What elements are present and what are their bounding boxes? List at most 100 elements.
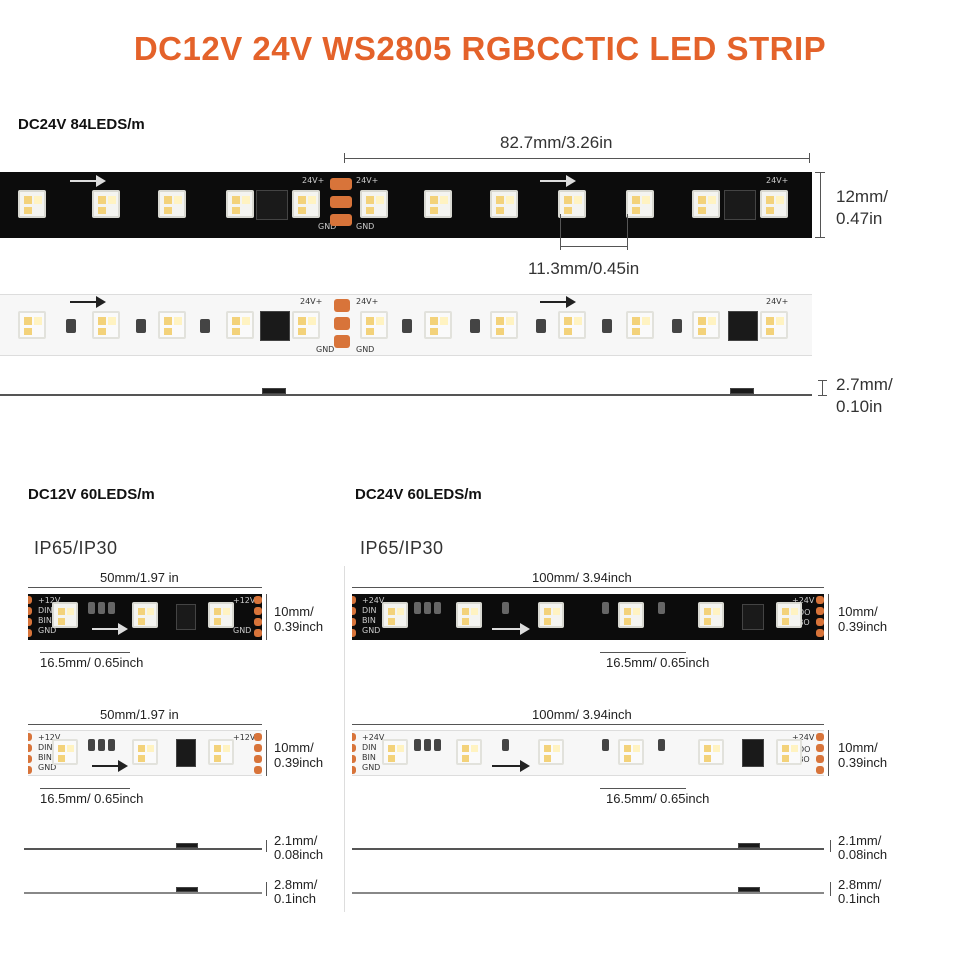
top-section-label: DC24V 84LEDS/m — [18, 116, 145, 133]
left-black-direction-arrow — [92, 623, 128, 635]
top-white-direction-arrow — [70, 296, 106, 308]
top-black-direction-arrow-2 — [540, 175, 576, 187]
top-length-dim-line — [344, 158, 810, 159]
solder-pad — [254, 618, 262, 626]
left-white-marking-din: DIN — [38, 743, 53, 752]
left-thick-dim-line-b — [266, 882, 267, 896]
right-ip-label: IP65/IP30 — [360, 538, 444, 558]
resistor — [88, 602, 95, 614]
solder-pad — [816, 755, 824, 763]
right-black-marking-do: DO — [798, 608, 811, 617]
led-chip-phosphor — [713, 744, 721, 753]
solder-pad — [352, 744, 356, 752]
led-chip-phosphor — [387, 617, 396, 625]
led-chip-phosphor — [506, 317, 514, 326]
led-chip-phosphor — [98, 196, 107, 205]
top-white-marking-24v-2: 24V+ — [356, 297, 379, 306]
right-white-marking-gnd: GND — [362, 763, 381, 772]
led-chip-phosphor — [623, 754, 632, 762]
led-chip-phosphor — [34, 196, 42, 205]
right-side-profile-b — [352, 892, 824, 894]
led-chip-phosphor — [461, 607, 470, 616]
solder-pad — [338, 214, 352, 226]
solder-pad — [28, 744, 32, 752]
led-chip-phosphor — [213, 607, 222, 616]
led-chip-phosphor — [781, 754, 790, 762]
led-chip-phosphor — [632, 327, 641, 336]
left-thick-dim-line-a — [266, 840, 267, 852]
top-height-tick-bottom — [818, 395, 827, 396]
right-pitch-dim-black: 16.5mm/ 0.65inch — [606, 655, 710, 670]
top-side-chip-2 — [730, 388, 754, 394]
solder-pad — [334, 335, 350, 348]
left-thick-dim-b-2: 0.1inch — [274, 891, 316, 906]
led-chip-phosphor — [440, 317, 448, 326]
led-chip-phosphor — [298, 196, 307, 205]
led — [558, 190, 586, 218]
solder-pad — [816, 744, 824, 752]
top-white-strip: 24V+ 24V+ GND GND 24V+ — [0, 294, 812, 356]
solder-pad — [254, 629, 262, 637]
led-chip-phosphor — [781, 617, 790, 625]
solder-pad — [28, 766, 32, 774]
right-length-dim-line-black — [352, 587, 824, 588]
top-width-tick-bottom — [815, 237, 825, 238]
led-chip-phosphor — [57, 617, 66, 625]
resistor — [602, 602, 609, 614]
led-chip-phosphor — [642, 317, 650, 326]
led-chip-phosphor — [708, 196, 716, 205]
led — [292, 311, 320, 339]
led-chip-phosphor — [564, 206, 573, 215]
ic-chip — [176, 604, 196, 630]
led — [626, 190, 654, 218]
led-chip-phosphor — [461, 744, 470, 753]
resistor — [502, 739, 509, 751]
led — [776, 602, 802, 628]
led-chip-phosphor — [698, 196, 707, 205]
led-chip-phosphor — [223, 607, 231, 616]
solder-pad — [352, 596, 356, 604]
led-chip-phosphor — [781, 744, 790, 753]
right-white-direction-arrow — [492, 760, 530, 772]
resistor — [434, 739, 441, 751]
ic-chip — [256, 190, 288, 220]
led — [18, 190, 46, 218]
top-white-marking-24v: 24V+ — [300, 297, 323, 306]
solder-pad — [334, 299, 350, 312]
right-section-label: DC24V 60LEDS/m — [355, 486, 482, 503]
left-white-direction-arrow — [92, 760, 128, 772]
led-chip-phosphor — [137, 754, 146, 762]
left-section-label: DC12V 60LEDS/m — [28, 486, 155, 503]
right-thick-dim-line-b — [830, 882, 831, 896]
led — [208, 739, 234, 765]
led-chip-phosphor — [543, 744, 552, 753]
led-chip-phosphor — [147, 744, 155, 753]
top-height-dim-line — [822, 380, 823, 396]
left-length-dim-line-black — [28, 587, 262, 588]
led-chip-phosphor — [766, 196, 775, 205]
right-black-strip: +24V DIN BIN GND +24V DO BO — [352, 594, 824, 640]
led-chip-phosphor — [137, 607, 146, 616]
led-chip-phosphor — [366, 317, 375, 326]
led-chip-phosphor — [440, 196, 448, 205]
left-width-dim-line-white — [266, 730, 267, 776]
right-width-dim-white-1: 10mm/ — [838, 740, 878, 755]
led-chip-phosphor — [298, 317, 307, 326]
led-chip-phosphor — [174, 196, 182, 205]
left-white-marking-gnd: GND — [38, 763, 57, 772]
solder-pad — [816, 766, 824, 774]
left-black-marking-din: DIN — [38, 606, 53, 615]
right-length-dim-white: 100mm/ 3.94inch — [532, 707, 632, 722]
top-height-dim-2: 0.10in — [836, 397, 883, 416]
top-white-marking-gnd-2: GND — [356, 345, 375, 354]
left-length-dim-white: 50mm/1.97 in — [100, 707, 179, 722]
top-black-direction-arrow — [70, 175, 106, 187]
led — [424, 311, 452, 339]
solder-pad — [816, 607, 824, 615]
led-chip-phosphor — [703, 617, 712, 625]
led-chip-phosphor — [623, 607, 632, 616]
left-side-chip-a — [176, 843, 198, 848]
led-chip-phosphor — [781, 607, 790, 616]
top-width-tick-top — [815, 172, 825, 173]
solder-pad — [28, 596, 32, 604]
